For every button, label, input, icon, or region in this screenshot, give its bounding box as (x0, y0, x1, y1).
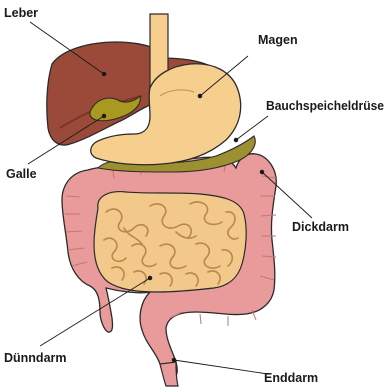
label-gallbladder: Galle (6, 167, 37, 181)
leader-rectum (174, 360, 268, 374)
label-stomach: Magen (258, 33, 298, 47)
leader-gallbladder-dot (102, 114, 106, 118)
leader-liver-dot (102, 72, 106, 76)
leader-small-intestine-dot (148, 276, 152, 280)
label-pancreas: Bauchspeicheldrüse (266, 99, 384, 113)
label-large-intestine: Dickdarm (292, 220, 349, 234)
label-small-intestine: Dünndarm (4, 351, 67, 365)
leader-stomach-dot (198, 94, 202, 98)
small-intestine-shape (94, 192, 246, 292)
label-rectum: Enddarm (264, 371, 318, 385)
small-intestine (94, 192, 246, 292)
leader-pancreas (236, 116, 268, 140)
leader-pancreas-dot (234, 138, 238, 142)
leader-rectum-dot (172, 358, 176, 362)
label-liver: Leber (4, 6, 38, 20)
rectum (160, 362, 178, 386)
leader-large-intestine-dot (260, 170, 264, 174)
